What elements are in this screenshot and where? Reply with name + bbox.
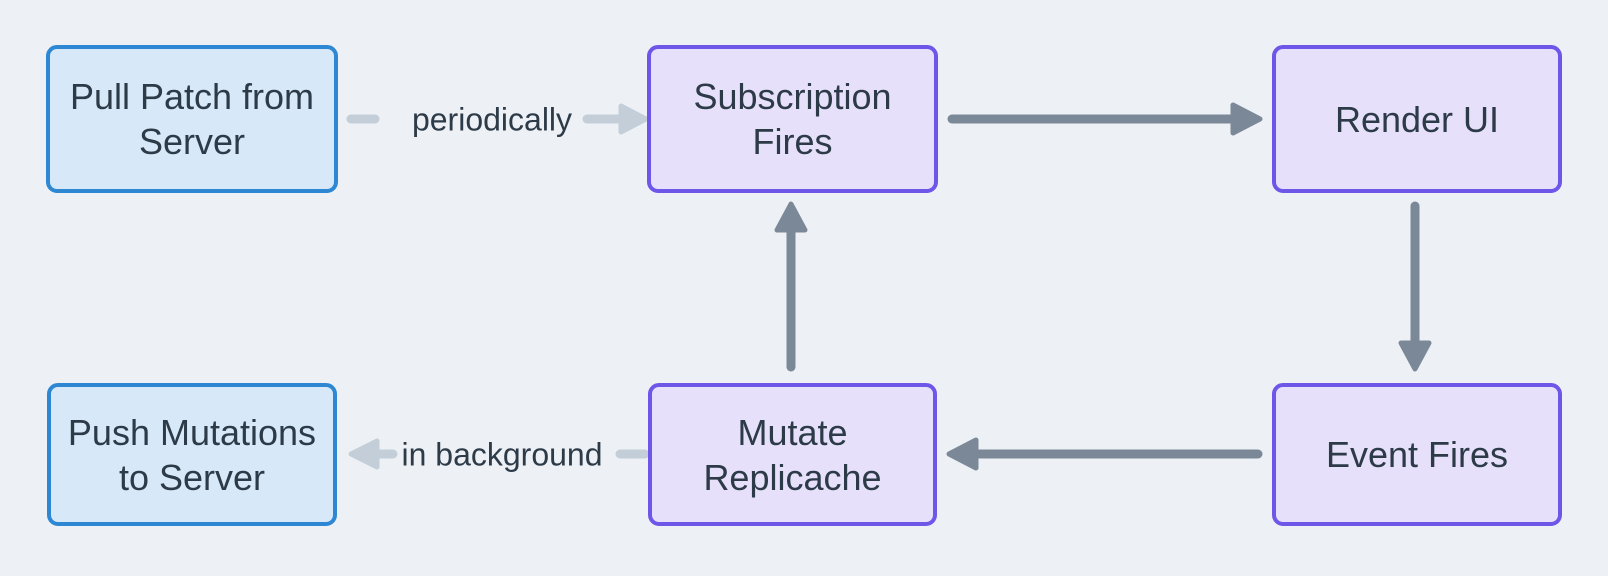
node-pull-patch-from-server: Pull Patch from Server	[46, 45, 338, 193]
node-mutate-replicache: Mutate Replicache	[648, 383, 937, 526]
node-render-ui: Render UI	[1272, 45, 1562, 193]
edge-label-in-background: in background	[401, 436, 603, 473]
arrowhead-left-into-mutate-icon	[946, 437, 979, 471]
arrowhead-right-into-subscription-icon	[618, 103, 649, 135]
arrowhead-right-into-render-icon	[1230, 102, 1263, 136]
node-label-line: to Server	[118, 456, 266, 498]
node-label-line: Pull Patch from	[69, 76, 315, 117]
node-label-line: Event Fires	[1325, 434, 1509, 475]
node-event-fires: Event Fires	[1272, 383, 1562, 526]
edge-label-periodically: periodically	[411, 101, 573, 138]
node-label-line: Render UI	[1334, 98, 1500, 140]
node-label-line: Mutate	[737, 411, 848, 453]
arrowhead-left-into-push-icon	[348, 438, 380, 470]
node-label-line: Replicache	[703, 456, 882, 498]
node-push-mutations-to-server: Push Mutations to Server	[47, 383, 337, 526]
node-subscription-fires: Subscription Fires	[647, 45, 938, 193]
node-label-line: Subscription	[693, 76, 892, 117]
node-label-line: Server	[138, 121, 246, 162]
node-label-line: Fires	[752, 121, 833, 162]
arrowhead-down-into-event-icon	[1398, 340, 1432, 372]
arrowhead-up-into-subscription-icon	[774, 201, 808, 233]
node-label-line: Push Mutations	[67, 411, 317, 453]
